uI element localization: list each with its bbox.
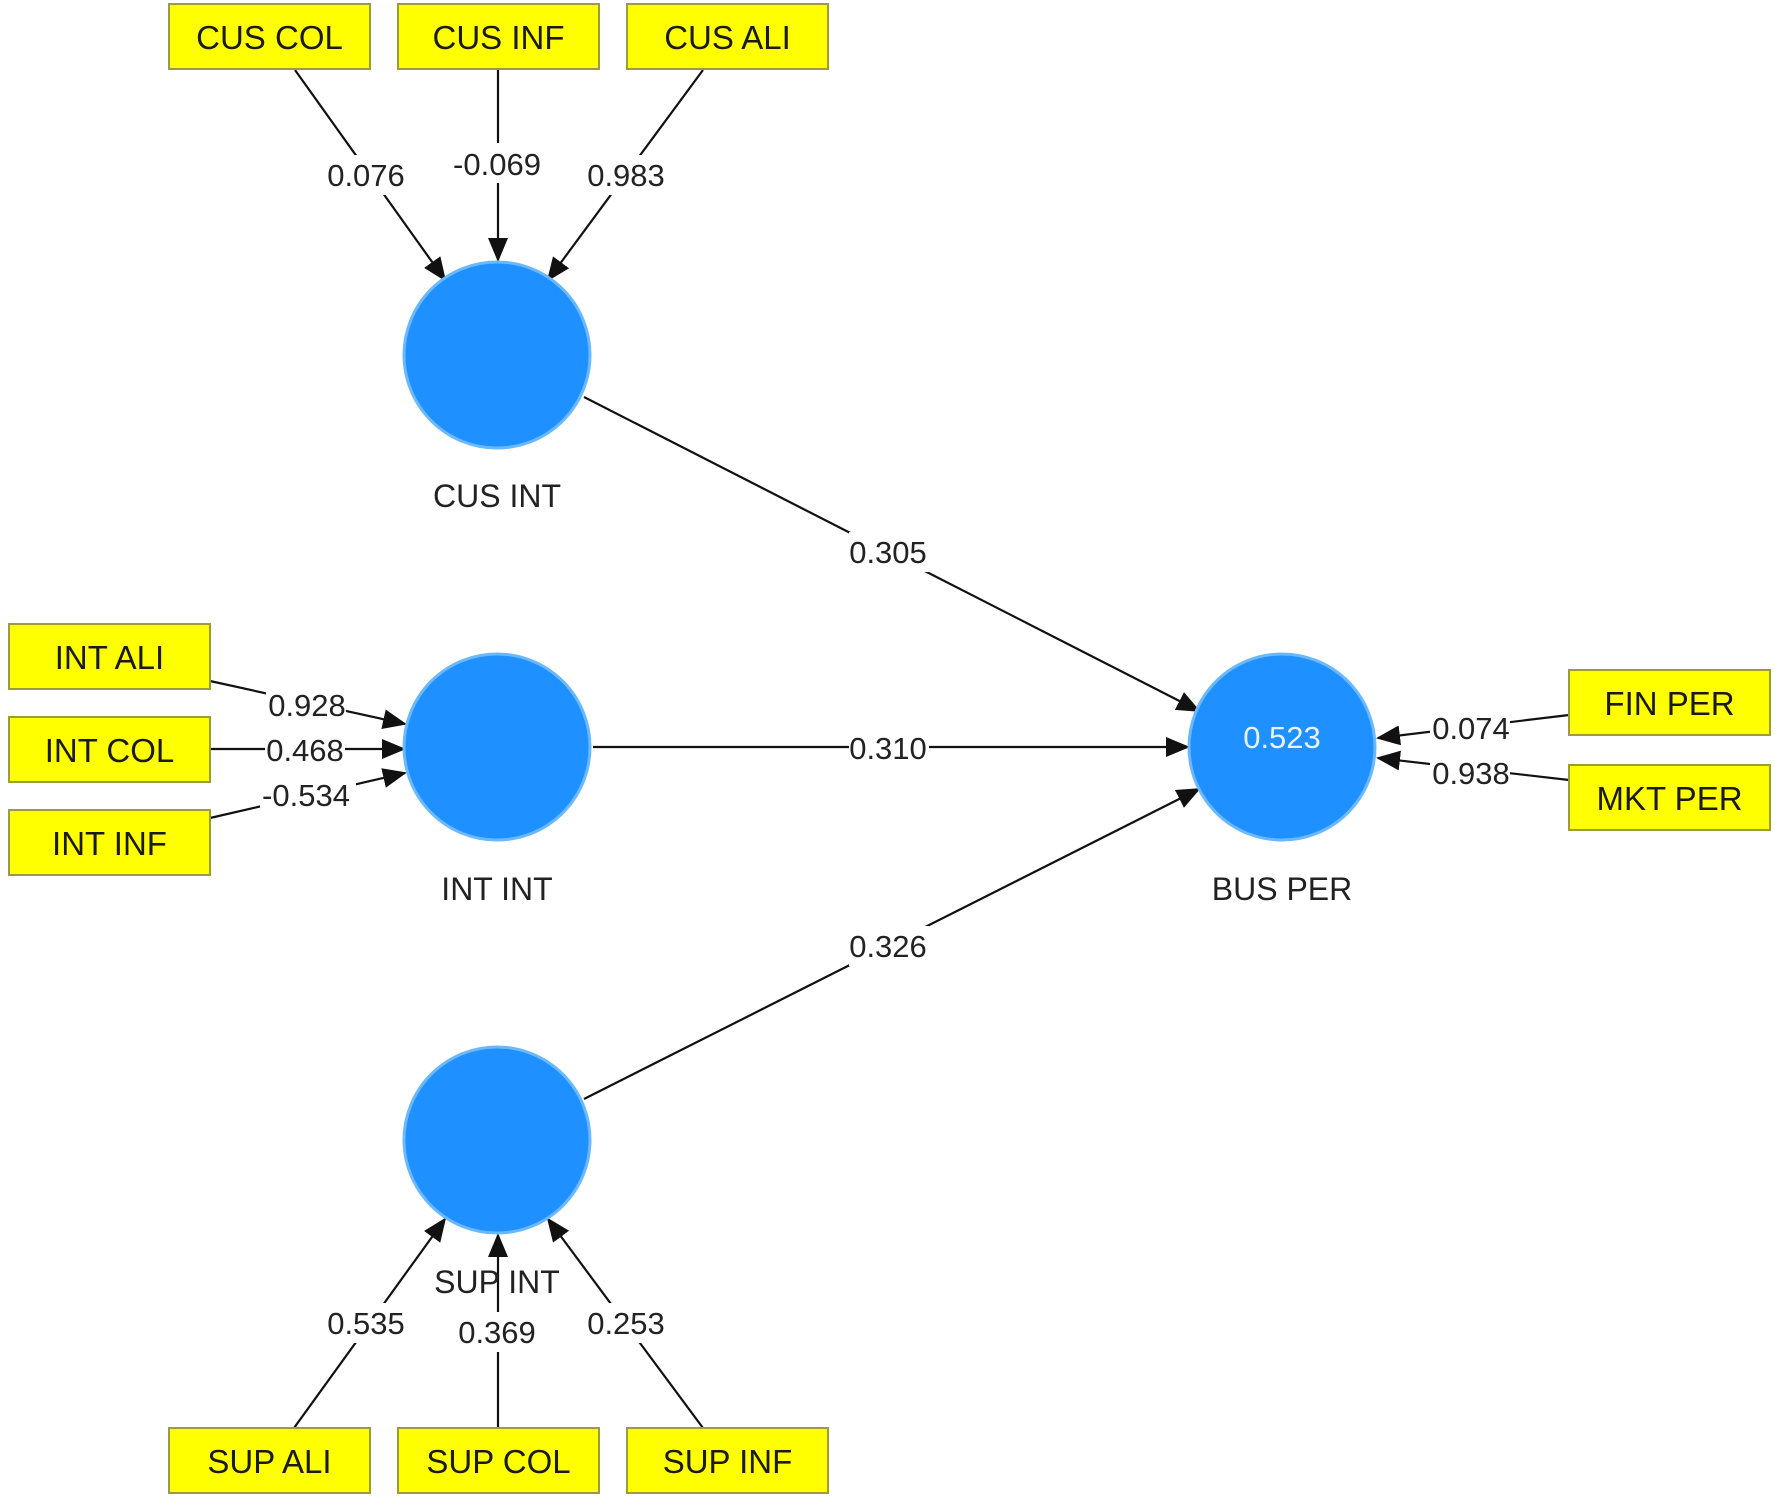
- construct-int-int[interactable]: INT INT: [402, 652, 592, 907]
- path-coefficient-cus-to-bus: 0.305: [849, 535, 927, 570]
- indicator-cus-ali-label: CUS ALI: [664, 19, 791, 56]
- construct-sup-int[interactable]: SUP INT: [402, 1045, 592, 1300]
- indicator-int-inf-label: INT INF: [52, 825, 167, 862]
- indicator-int-ali[interactable]: INT ALI: [8, 623, 211, 690]
- indicator-sup-col-label: SUP COL: [426, 1443, 570, 1480]
- construct-sup-int-circle: [402, 1045, 592, 1235]
- path-coefficient-sup-to-bus: 0.326: [849, 929, 927, 964]
- indicator-cus-col[interactable]: CUS COL: [168, 3, 371, 70]
- weight-int-col: 0.468: [266, 733, 344, 768]
- path-coefficient-int-to-bus: 0.310: [849, 731, 927, 766]
- weight-int-inf: -0.534: [262, 778, 350, 813]
- indicator-sup-ali[interactable]: SUP ALI: [168, 1427, 371, 1494]
- weight-sup-col: 0.369: [458, 1315, 536, 1350]
- indicator-int-inf[interactable]: INT INF: [8, 809, 211, 876]
- construct-bus-per[interactable]: 0.523 BUS PER: [1187, 652, 1377, 907]
- weight-cus-col: 0.076: [327, 158, 405, 193]
- construct-int-int-circle: [402, 652, 592, 842]
- weight-fin-per: 0.074: [1432, 711, 1510, 746]
- indicator-sup-inf-label: SUP INF: [663, 1443, 793, 1480]
- construct-sup-int-label: SUP INT: [434, 1264, 560, 1300]
- weight-sup-inf: 0.253: [587, 1306, 665, 1341]
- construct-cus-int-label: CUS INT: [433, 478, 561, 514]
- indicator-cus-ali[interactable]: CUS ALI: [626, 3, 829, 70]
- indicator-cus-inf-label: CUS INF: [433, 19, 565, 56]
- construct-int-int-label: INT INT: [441, 871, 552, 907]
- construct-bus-per-r-squared: 0.523: [1243, 720, 1321, 755]
- construct-bus-per-label: BUS PER: [1212, 871, 1352, 907]
- indicator-sup-ali-label: SUP ALI: [207, 1443, 331, 1480]
- construct-cus-int-circle: [402, 260, 592, 450]
- indicator-fin-per[interactable]: FIN PER: [1568, 669, 1771, 736]
- construct-cus-int[interactable]: CUS INT: [402, 260, 592, 514]
- construct-bus-per-circle: [1187, 652, 1377, 842]
- indicator-int-col[interactable]: INT COL: [8, 716, 211, 783]
- indicator-mkt-per-label: MKT PER: [1596, 780, 1742, 817]
- indicator-mkt-per[interactable]: MKT PER: [1568, 764, 1771, 831]
- indicator-int-col-label: INT COL: [45, 732, 175, 769]
- weight-cus-inf: -0.069: [453, 147, 541, 182]
- weight-mkt-per: 0.938: [1432, 756, 1510, 791]
- indicator-sup-inf[interactable]: SUP INF: [626, 1427, 829, 1494]
- indicator-sup-col[interactable]: SUP COL: [397, 1427, 600, 1494]
- indicator-cus-inf[interactable]: CUS INF: [397, 3, 600, 70]
- weight-cus-ali: 0.983: [587, 158, 665, 193]
- indicator-int-ali-label: INT ALI: [55, 639, 164, 676]
- indicator-cus-col-label: CUS COL: [196, 19, 343, 56]
- indicator-fin-per-label: FIN PER: [1604, 685, 1734, 722]
- weight-int-ali: 0.928: [268, 688, 346, 723]
- weight-sup-ali: 0.535: [327, 1306, 405, 1341]
